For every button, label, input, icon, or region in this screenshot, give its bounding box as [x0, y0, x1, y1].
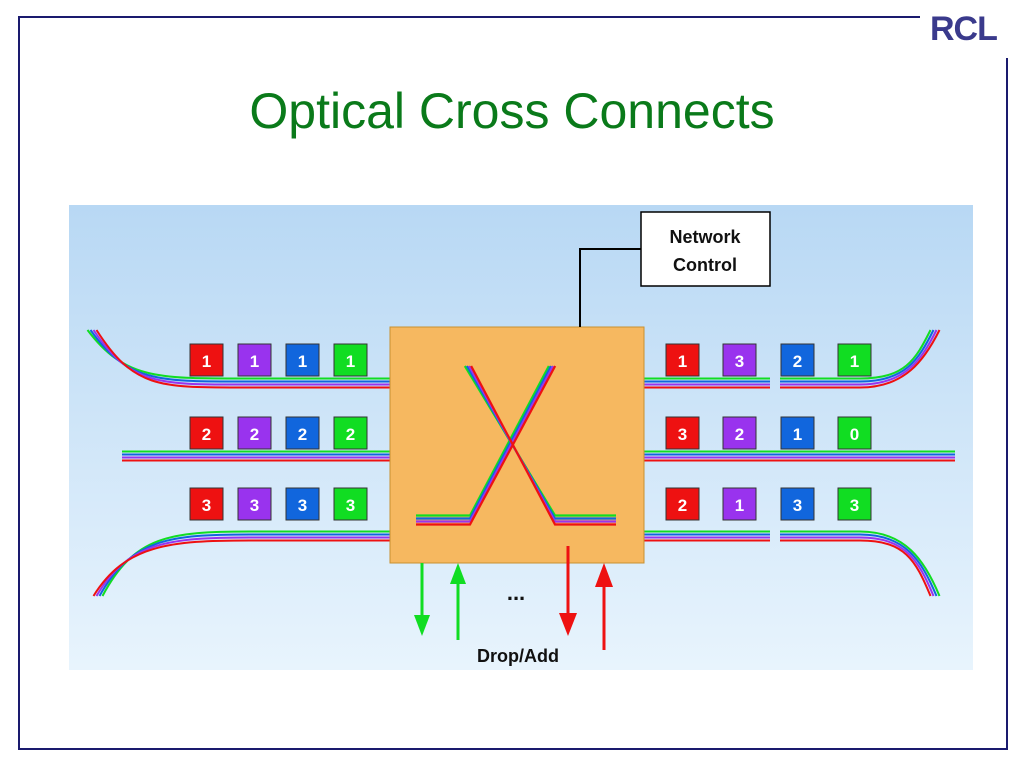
output-block-label: 1: [678, 352, 687, 371]
input-block-r2-c1: 2: [189, 416, 224, 450]
rcl-logo: RCL: [930, 10, 998, 48]
input-block-r3-c4: 3: [333, 487, 368, 521]
output-block-label: 3: [678, 425, 687, 444]
ellipsis-label: ...: [507, 580, 525, 605]
input-block-r1-c2: 1: [237, 343, 272, 377]
add-arrow-red-head: [595, 563, 613, 587]
output-block-label: 1: [793, 425, 802, 444]
output-block-r3-c1: 2: [665, 487, 700, 521]
output-block-label: 3: [850, 496, 859, 515]
fiber-in-bottom: [92, 530, 390, 597]
input-block-label: 1: [202, 352, 211, 371]
output-block-r3-c2: 1: [722, 487, 757, 521]
network-control-line1: Network: [669, 227, 741, 247]
input-block-label: 2: [202, 425, 211, 444]
drop-arrow-green-head: [414, 615, 430, 636]
input-block-r1-c4: 1: [333, 343, 368, 377]
crossbar-paths: [416, 365, 616, 526]
output-block-r3-c3: 3: [780, 487, 815, 521]
control-link: [579, 248, 641, 327]
add-arrow-green-head: [450, 563, 466, 584]
output-block-label: 2: [678, 496, 687, 515]
fiber-in-top: [86, 329, 390, 389]
output-block-label: 3: [793, 496, 802, 515]
input-block-label: 3: [202, 496, 211, 515]
input-block-r1-c3: 1: [285, 343, 320, 377]
input-block-label: 3: [298, 496, 307, 515]
input-block-r3-c1: 3: [189, 487, 224, 521]
drop-add-arrows: [414, 546, 613, 650]
fiber-in-middle: [122, 450, 390, 462]
output-block-r2-c1: 3: [665, 416, 700, 450]
fiber-out-middle: [644, 450, 955, 462]
fiber-out-bottom: [644, 530, 941, 597]
output-block-r1-c2: 3: [722, 343, 757, 377]
output-block-label: 1: [850, 352, 859, 371]
input-block-label: 1: [298, 352, 307, 371]
network-control-line2: Control: [673, 255, 737, 275]
output-block-r2-c4: 0: [837, 416, 872, 450]
switch-fabric: [389, 326, 645, 564]
drop-add-label: Drop/Add: [477, 646, 559, 666]
input-block-r2-c2: 2: [237, 416, 272, 450]
frame-left-line: [18, 16, 20, 750]
input-block-r3-c2: 3: [237, 487, 272, 521]
input-block-r2-c4: 2: [333, 416, 368, 450]
input-block-label: 3: [346, 496, 355, 515]
output-block-r2-c2: 2: [722, 416, 757, 450]
fiber-out-top: [644, 329, 941, 389]
input-block-r3-c3: 3: [285, 487, 320, 521]
frame-bottom-line: [18, 748, 1008, 750]
frame-right-line: [1006, 58, 1008, 750]
output-block-label: 2: [735, 425, 744, 444]
drop-arrow-red-head: [559, 613, 577, 636]
input-block-label: 2: [250, 425, 259, 444]
input-block-label: 1: [250, 352, 259, 371]
input-block-r2-c3: 2: [285, 416, 320, 450]
frame-top-line: [18, 16, 920, 18]
output-block-r3-c4: 3: [837, 487, 872, 521]
input-block-label: 2: [298, 425, 307, 444]
network-control-box: [640, 211, 771, 287]
input-block-label: 2: [346, 425, 355, 444]
output-block-r2-c3: 1: [780, 416, 815, 450]
input-block-label: 1: [346, 352, 355, 371]
output-block-r1-c3: 2: [780, 343, 815, 377]
output-block-label: 2: [793, 352, 802, 371]
wavelength-blocks: 1 1 1 1 2 2 2 2 3 3 3 3 1 3 2 1 3 2 1 0 2 1 3 3: [189, 343, 872, 521]
output-block-r1-c4: 1: [837, 343, 872, 377]
input-block-label: 3: [250, 496, 259, 515]
output-block-label: 3: [735, 352, 744, 371]
input-block-r1-c1: 1: [189, 343, 224, 377]
fiber-bundles: [86, 329, 955, 597]
output-block-label: 0: [850, 425, 859, 444]
slide-title: Optical Cross Connects: [249, 83, 775, 139]
output-block-r1-c1: 1: [665, 343, 700, 377]
output-block-label: 1: [735, 496, 744, 515]
